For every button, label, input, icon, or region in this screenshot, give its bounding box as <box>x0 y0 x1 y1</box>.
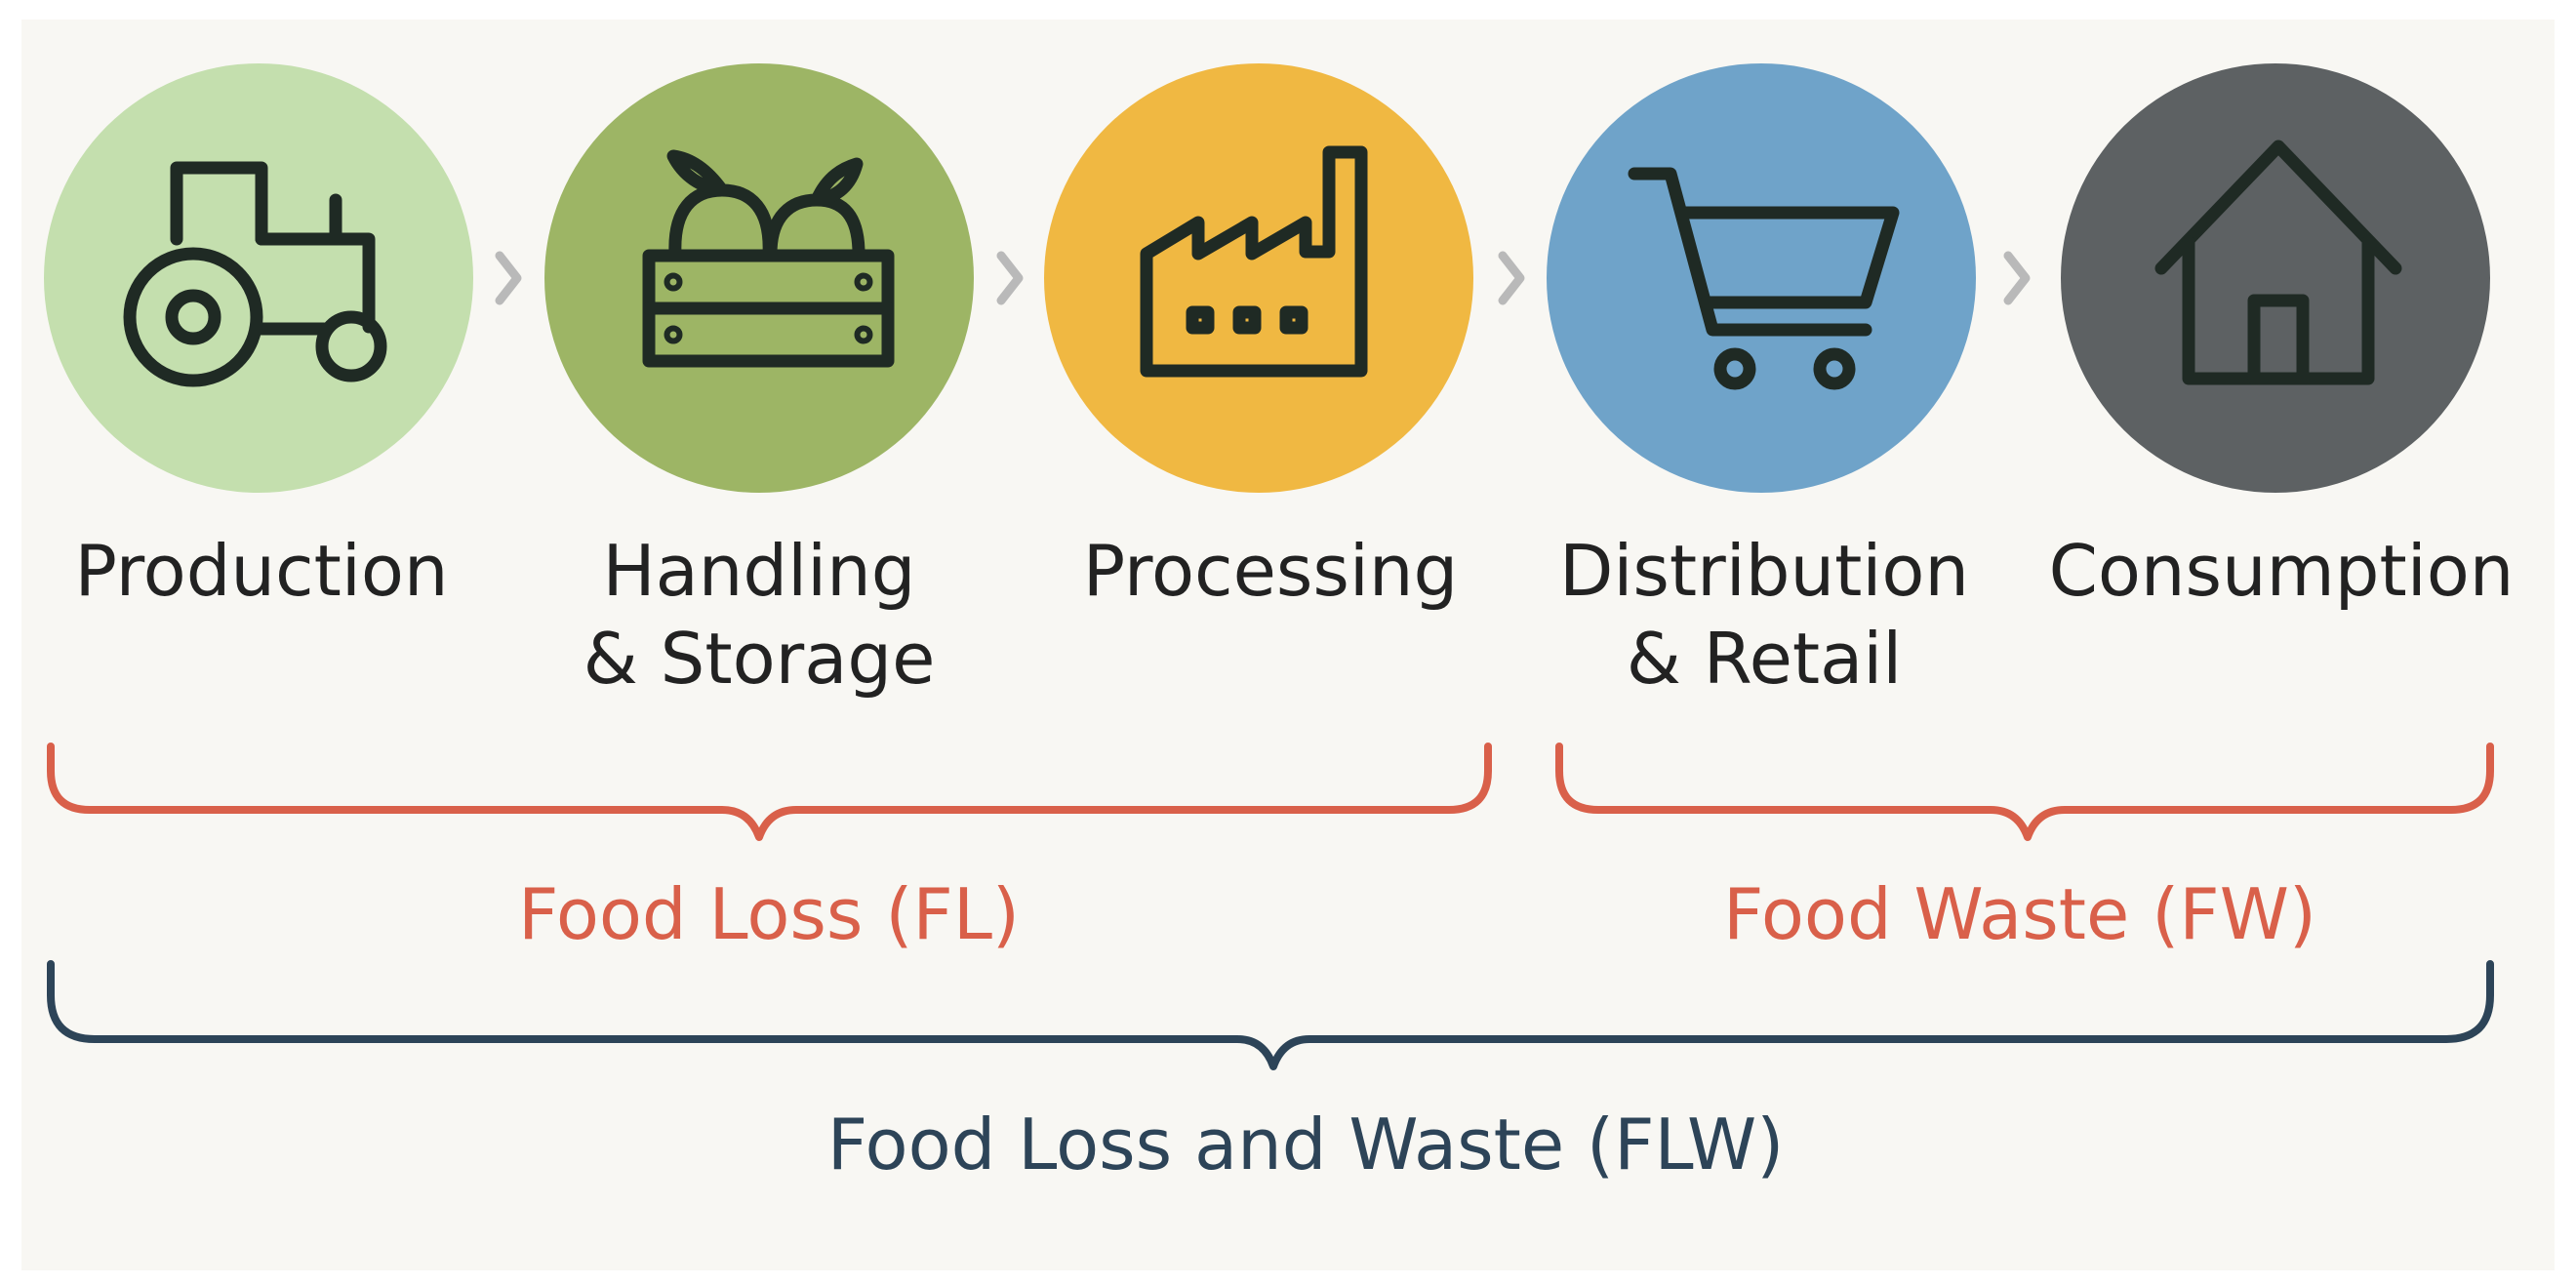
house-icon <box>2154 140 2402 385</box>
stage-label-distribution: Distribution <box>1559 530 1969 612</box>
stage-circle-consumption <box>2061 63 2490 493</box>
stage-circle-distribution-retail <box>1547 63 1976 493</box>
stage-circle-production <box>44 63 473 493</box>
chevron-right-icon <box>996 251 1024 305</box>
food-waste-label: Food Waste (FW) <box>1723 873 2316 955</box>
produce-crate-icon <box>642 149 895 368</box>
stage-label-production: Production <box>74 530 448 612</box>
food-loss-label: Food Loss (FL) <box>518 873 1020 955</box>
tractor-icon <box>123 161 387 387</box>
food-waste-brace <box>1555 743 2494 841</box>
factory-icon <box>1140 145 1368 378</box>
stage-label-processing: Processing <box>1083 530 1458 612</box>
food-loss-brace <box>47 743 1492 841</box>
food-loss-and-waste-brace <box>47 960 2494 1070</box>
shopping-cart-icon <box>1628 167 1900 390</box>
stage-label-handling: Handling <box>603 530 916 612</box>
chevron-right-icon <box>495 251 522 305</box>
chevron-right-icon <box>2003 251 2031 305</box>
stage-circle-handling-storage <box>544 63 974 493</box>
stage-label-consumption: Consumption <box>2049 530 2515 612</box>
stage-circle-processing <box>1044 63 1473 493</box>
chevron-right-icon <box>1498 251 1525 305</box>
stage-label-storage: & Storage <box>584 618 936 700</box>
food-loss-and-waste-label: Food Loss and Waste (FLW) <box>827 1104 1785 1186</box>
stage-label-retail: & Retail <box>1627 618 1902 700</box>
